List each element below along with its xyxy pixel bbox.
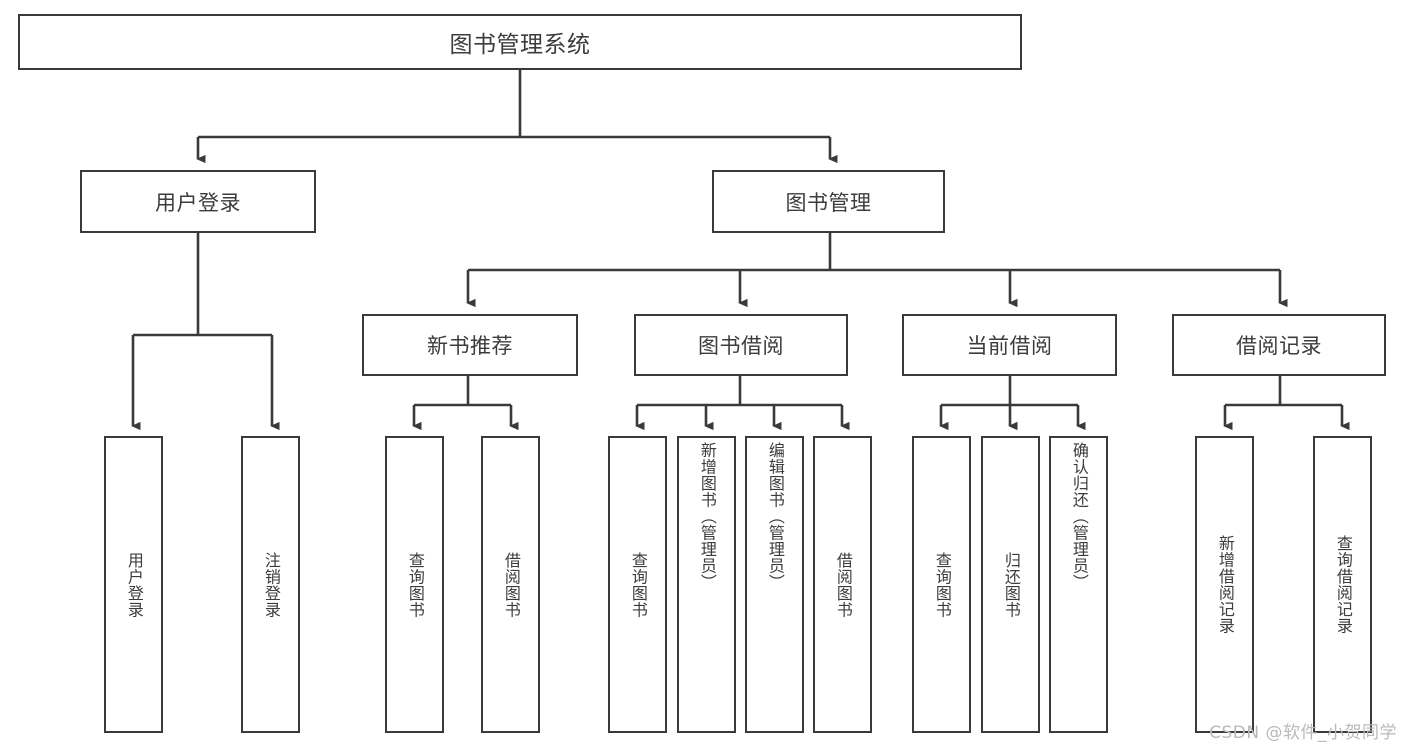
leaf-book-borrow-add-label: 新增图书（管理员） [697,442,717,591]
node-borrow-record-label: 借阅记录 [1236,334,1322,358]
leaf-borrow-record-add-label: 新增借阅记录 [1215,535,1235,634]
leaf-current-borrow-query-label: 查询图书 [932,551,952,618]
leaf-borrow-record-query[interactable]: 查询借阅记录 [1313,436,1372,733]
leaf-borrow-record-add[interactable]: 新增借阅记录 [1195,436,1254,733]
leaf-book-borrow-edit[interactable]: 编辑图书（管理员） [745,436,804,733]
node-user-login-label: 用户登录 [155,190,241,215]
leaf-new-book-borrow[interactable]: 借阅图书 [481,436,540,733]
node-book-borrow[interactable]: 图书借阅 [634,314,848,376]
leaf-current-borrow-query[interactable]: 查询图书 [912,436,971,733]
leaf-current-borrow-return[interactable]: 归还图书 [981,436,1040,733]
leaf-book-borrow-edit-label: 编辑图书（管理员） [765,442,785,591]
node-root-label: 图书管理系统 [449,32,591,58]
leaf-book-borrow-add[interactable]: 新增图书（管理员） [677,436,736,733]
leaf-new-book-query-label: 查询图书 [405,551,425,618]
node-user-login[interactable]: 用户登录 [80,170,316,233]
leaf-user-login-logout-label: 注销登录 [261,551,281,618]
node-book-management[interactable]: 图书管理 [712,170,945,233]
node-current-borrow-label: 当前借阅 [966,334,1053,358]
node-new-book-recommend-label: 新书推荐 [427,334,513,358]
leaf-user-login-login-label: 用户登录 [124,551,144,618]
node-book-borrow-label: 图书借阅 [698,334,784,358]
node-current-borrow[interactable]: 当前借阅 [902,314,1117,376]
leaf-book-borrow-borrow[interactable]: 借阅图书 [813,436,872,733]
leaf-new-book-borrow-label: 借阅图书 [501,551,521,618]
leaf-book-borrow-borrow-label: 借阅图书 [833,551,853,618]
leaf-current-borrow-return-label: 归还图书 [1001,551,1021,618]
csdn-watermark: CSDN @软件_小贺同学 [1209,723,1397,743]
leaf-new-book-query[interactable]: 查询图书 [385,436,444,733]
node-root[interactable]: 图书管理系统 [18,14,1022,70]
leaf-book-borrow-query-label: 查询图书 [628,551,648,618]
leaf-borrow-record-query-label: 查询借阅记录 [1333,535,1353,634]
leaf-current-borrow-confirm[interactable]: 确认归还（管理员） [1049,436,1108,733]
leaf-book-borrow-query[interactable]: 查询图书 [608,436,667,733]
node-borrow-record[interactable]: 借阅记录 [1172,314,1386,376]
leaf-user-login-login[interactable]: 用户登录 [104,436,163,733]
leaf-current-borrow-confirm-label: 确认归还（管理员） [1069,442,1089,591]
node-new-book-recommend[interactable]: 新书推荐 [362,314,578,376]
leaf-user-login-logout[interactable]: 注销登录 [241,436,300,733]
node-book-management-label: 图书管理 [785,190,872,215]
